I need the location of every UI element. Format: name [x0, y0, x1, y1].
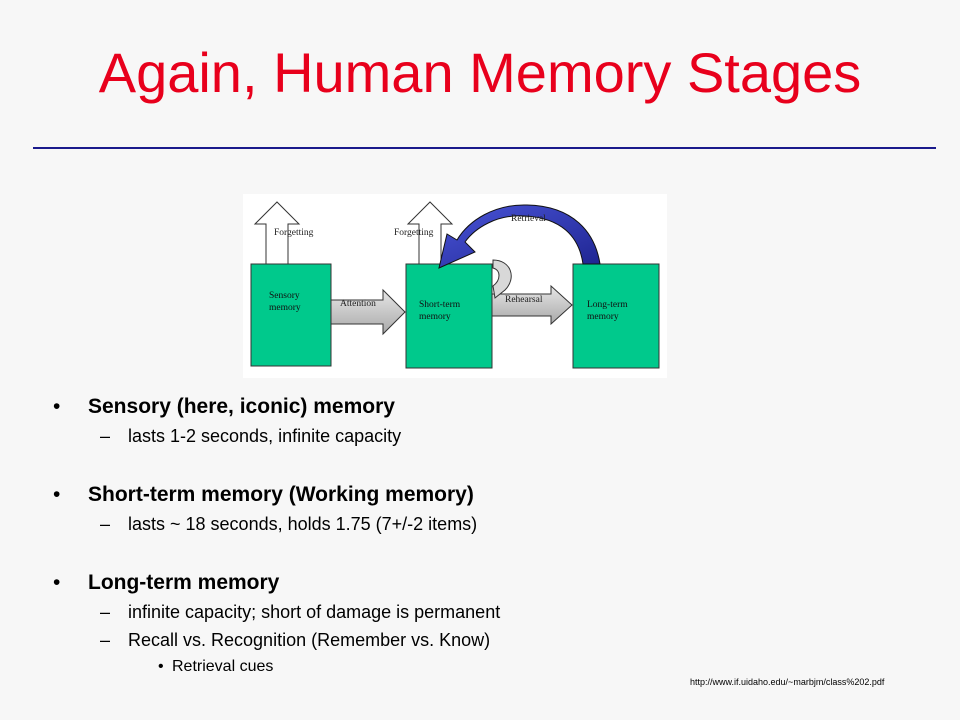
rehearsal-arrow [491, 284, 573, 326]
forgetting-arrow-1 [253, 201, 301, 265]
sub-bullet-recall-recognition: – Recall vs. Recognition (Remember vs. K… [50, 626, 690, 654]
bullet-sensory-text: Sensory (here, iconic) memory [88, 395, 395, 418]
bullet-glyph: • [53, 395, 61, 418]
memory-stages-diagram: Forgetting Forgetting Sensory memory Sho… [243, 194, 667, 378]
slide-title: Again, Human Memory Stages [98, 41, 862, 104]
bullet-sensory: • Sensory (here, iconic) memory [50, 392, 690, 422]
rehearsal-label: Rehearsal [505, 295, 543, 305]
dash-glyph: – [100, 630, 111, 650]
title-underline [33, 147, 936, 149]
sub-bullet-sensory-duration: – lasts 1-2 seconds, infinite capacity [50, 422, 690, 450]
retrieval-label: Retrieval [511, 214, 546, 224]
long-term-memory-label: Long-term memory [587, 300, 630, 322]
rehearsal-loop-arrow [492, 259, 512, 299]
sub-sub-bullet-retrieval-cues: • Retrieval cues [50, 654, 690, 680]
sensory-memory-label: Sensory memory [269, 291, 302, 313]
short-term-label-line2: memory [419, 312, 451, 322]
short-term-memory-label: Short-term memory [419, 300, 463, 322]
forgetting-label-1: Forgetting [274, 228, 314, 238]
bullet-long-term-text: Long-term memory [88, 571, 280, 594]
sensory-label-line1: Sensory [269, 291, 300, 301]
dash-glyph: – [100, 426, 111, 446]
retrieval-arrow [438, 204, 601, 269]
bullet-short-term-text: Short-term memory (Working memory) [88, 483, 474, 506]
bullet-glyph: • [53, 571, 61, 594]
sensory-label-line2: memory [269, 303, 301, 313]
source-link[interactable]: http://www.if.uidaho.edu/~marbjm/class%2… [690, 677, 885, 687]
sub-bullet-long-term-capacity: – infinite capacity; short of damage is … [50, 598, 690, 626]
attention-label: Attention [340, 299, 376, 309]
sub-bullet-short-term-duration: – lasts ~ 18 seconds, holds 1.75 (7+/-2 … [50, 510, 690, 538]
forgetting-label-2: Forgetting [394, 228, 434, 238]
bullet-long-term: • Long-term memory [50, 568, 690, 598]
sub-bullet-text: Recall vs. Recognition (Remember vs. Kno… [128, 630, 491, 650]
sub-bullet-text: lasts ~ 18 seconds, holds 1.75 (7+/-2 it… [128, 514, 478, 534]
bullet-short-term: • Short-term memory (Working memory) [50, 480, 690, 510]
dash-glyph: – [100, 514, 111, 534]
sensory-memory-box [250, 263, 332, 367]
bullet-list: • Sensory (here, iconic) memory – lasts … [50, 392, 690, 680]
short-term-label-line1: Short-term [419, 300, 461, 310]
sub-sub-bullet-text: Retrieval cues [172, 658, 274, 675]
long-term-label-line1: Long-term [587, 300, 628, 310]
bullet-glyph: • [158, 658, 164, 675]
sub-bullet-text: infinite capacity; short of damage is pe… [128, 602, 501, 622]
long-term-label-line2: memory [587, 312, 619, 322]
sub-bullet-text: lasts 1-2 seconds, infinite capacity [128, 426, 402, 446]
dash-glyph: – [100, 602, 111, 622]
attention-arrow [330, 288, 406, 336]
long-term-memory-box [572, 263, 660, 369]
bullet-glyph: • [53, 483, 61, 506]
